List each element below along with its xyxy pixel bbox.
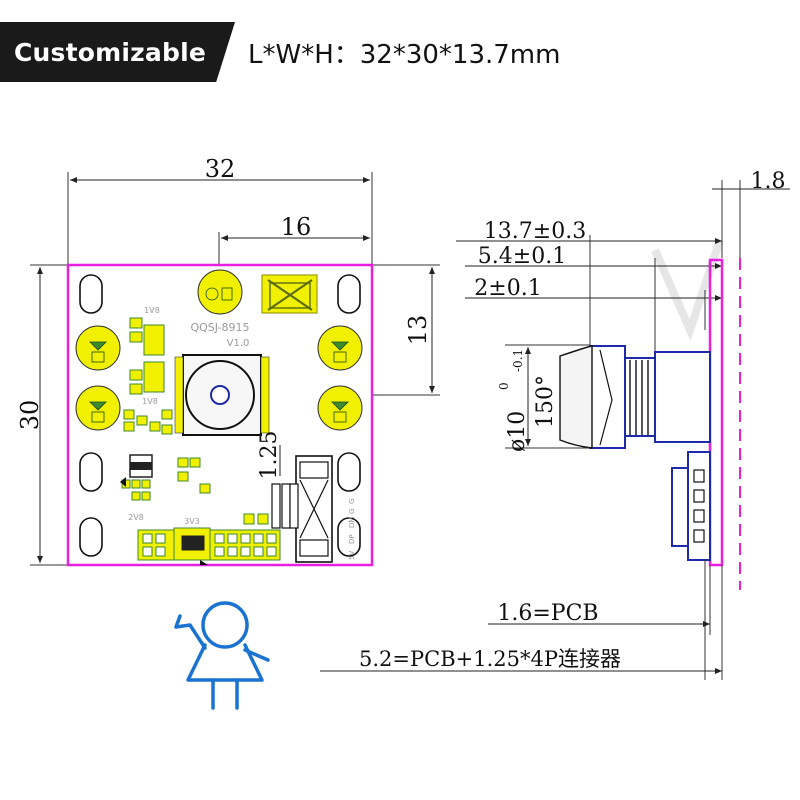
- pin-dm: DM: [348, 517, 356, 528]
- image-sensor: [174, 354, 270, 436]
- module-model: QQSJ-8915: [190, 321, 249, 334]
- led-pads: [75, 269, 363, 431]
- side-pcb: [708, 258, 724, 567]
- mark-1v8-top: 1V8: [144, 306, 160, 315]
- width-dimension-label: 32: [205, 155, 236, 183]
- crossed-component: [261, 274, 318, 314]
- pcb-connector-label: 5.2=PCB+1.25*4P连接器: [359, 647, 621, 671]
- diameter-tolerance-lower: -0.1: [511, 349, 525, 372]
- lens-offset-dimension-label: 13: [404, 315, 432, 346]
- mark-3v3: 3V3: [184, 517, 200, 526]
- side-lens-holder: [559, 345, 711, 449]
- module-version: V1.0: [227, 338, 250, 349]
- mascot-icon: [174, 601, 270, 710]
- half-width-dimension-label: 16: [281, 213, 312, 241]
- badge-label: Customizable: [14, 37, 207, 67]
- thickness-dimension-label: 1.8: [751, 169, 786, 194]
- pin-5v: 5V: [348, 551, 356, 560]
- pin-g2: G: [348, 499, 356, 504]
- holder-label: 2±0.1: [474, 276, 541, 301]
- header-banner: Customizable L*W*H：32*30*13.7mm: [0, 22, 800, 82]
- pin-dp: DP: [348, 534, 356, 544]
- pin-g1: G: [348, 509, 356, 514]
- front-view: 32 16 30 13: [16, 155, 440, 567]
- field-of-view-label: 150°: [533, 375, 558, 428]
- connector-dimension-label: 1.25: [257, 431, 282, 480]
- mounting-slots-left: [79, 274, 103, 557]
- diameter-tolerance-upper: 0: [497, 382, 511, 390]
- height-dimension-label: 30: [16, 400, 44, 431]
- bottom-chip: [181, 535, 205, 551]
- total-height-label: 13.7±0.3: [484, 219, 586, 244]
- lens-diameter-label: ø10: [505, 411, 530, 452]
- dimensions-text: L*W*H：32*30*13.7mm: [248, 40, 561, 70]
- side-connector: [671, 451, 711, 561]
- mark-2v8: 2V8: [128, 513, 144, 522]
- connector-4p: 1.25: [257, 431, 333, 563]
- customizable-badge: Customizable: [0, 22, 235, 82]
- side-view: 1.8 13.7±0.3 5.4±0.1 2±0.1: [320, 169, 790, 680]
- mark-1v8-bottom: 1V8: [142, 397, 158, 406]
- left-components: [121, 317, 211, 501]
- mounting-slots-right: [337, 274, 361, 557]
- lens-base-label: 5.4±0.1: [478, 244, 566, 269]
- pcb-thickness-label: 1.6=PCB: [497, 601, 598, 626]
